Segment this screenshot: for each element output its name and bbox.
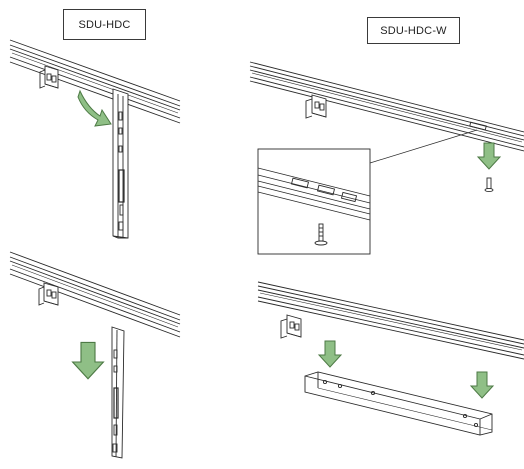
model-label-sdu-hdc: SDU-HDC — [63, 9, 146, 40]
down-arrow-icon — [470, 371, 494, 399]
ceiling-rail — [9, 251, 181, 338]
panel-screw-insert — [249, 61, 524, 255]
down-arrow-icon — [477, 142, 501, 170]
horizontal-bracket — [304, 371, 493, 436]
panel-rotate-bracket — [9, 39, 181, 239]
panel-attach-bracket — [257, 281, 524, 436]
carrier-clip — [38, 282, 59, 306]
callout-leader — [369, 129, 478, 164]
screw-icon — [314, 223, 328, 246]
screw-icon — [484, 177, 494, 193]
ceiling-rail — [249, 61, 524, 152]
detail-inset — [257, 148, 371, 255]
ceiling-rail — [9, 39, 181, 124]
model-label-sdu-hdc-w: SDU-HDC-W — [367, 17, 460, 44]
down-arrow-icon — [71, 341, 105, 380]
panel-drop-bracket — [9, 251, 181, 459]
ceiling-rail — [257, 281, 524, 360]
hanging-bracket — [111, 326, 125, 459]
carrier-clip — [39, 65, 59, 89]
hanging-bracket — [112, 88, 129, 239]
carrier-clip — [280, 314, 302, 339]
curved-arrow-icon — [77, 89, 112, 127]
carrier-clip — [305, 94, 327, 119]
down-arrow-icon — [318, 340, 342, 368]
